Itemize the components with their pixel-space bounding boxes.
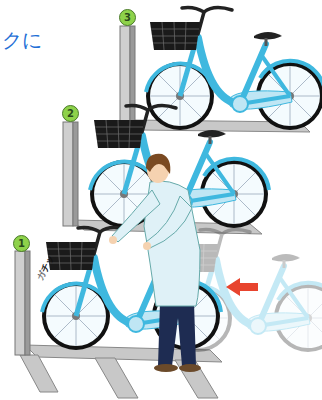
callout-number: 3 [124, 13, 131, 23]
post-number-circle: 3 [119, 9, 136, 26]
callout-number: 2 [67, 109, 74, 119]
post-number-circle: 1 [13, 235, 30, 252]
heading-fragment: クに [2, 30, 42, 50]
callout-number: 1 [18, 239, 25, 249]
post-number-circle: 2 [62, 105, 79, 122]
